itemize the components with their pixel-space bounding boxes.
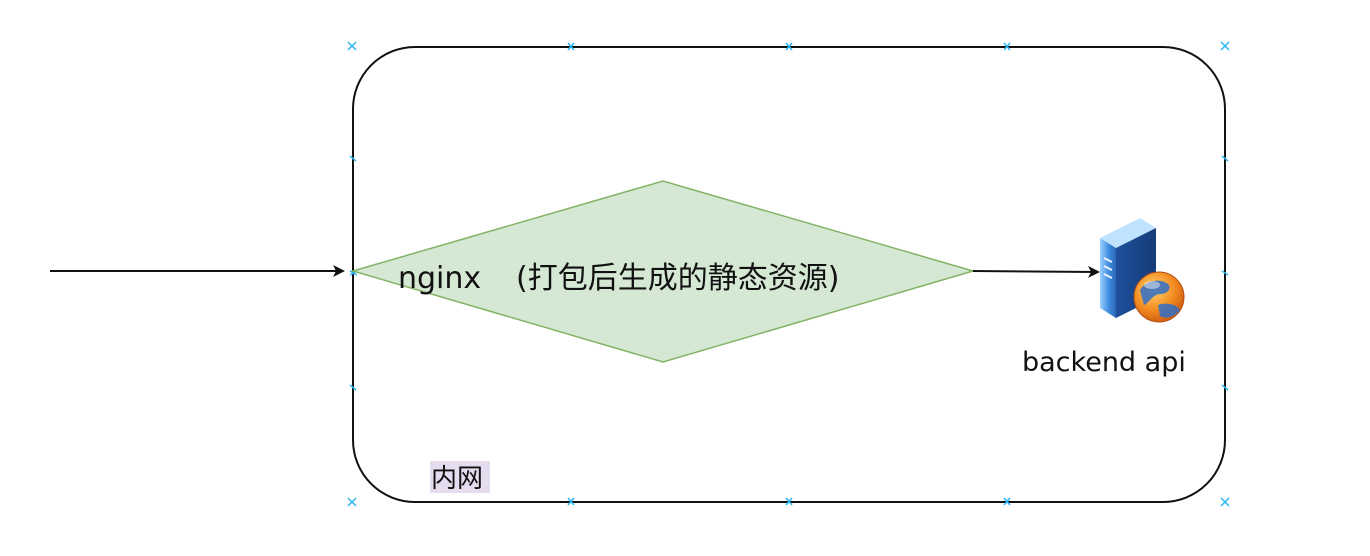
server-top — [1100, 218, 1156, 248]
edge-handle-top[interactable] — [567, 42, 1011, 51]
edge-handle-right[interactable] — [1221, 155, 1229, 391]
intranet-zone-label: 内网 — [431, 464, 483, 494]
server-front — [1100, 238, 1116, 318]
server-globe-icon[interactable] — [1100, 218, 1185, 323]
corner-handle-top-left[interactable] — [347, 41, 357, 51]
zone-label-background — [430, 461, 490, 493]
corner-handle-top-right[interactable] — [1220, 41, 1230, 51]
globe — [1133, 271, 1185, 323]
corner-handle-bottom-right[interactable] — [1220, 497, 1230, 507]
nginx-label: nginx — [398, 261, 481, 296]
backend-arrow[interactable] — [972, 265, 1100, 278]
corner-handle-bottom-left[interactable] — [347, 497, 357, 507]
selection-handles — [347, 41, 1230, 507]
edge-handle-bottom[interactable] — [567, 497, 1011, 506]
backend-api-label: backend api — [1022, 347, 1186, 378]
nginx-static-assets-note: (打包后生成的静态资源) — [516, 261, 839, 296]
